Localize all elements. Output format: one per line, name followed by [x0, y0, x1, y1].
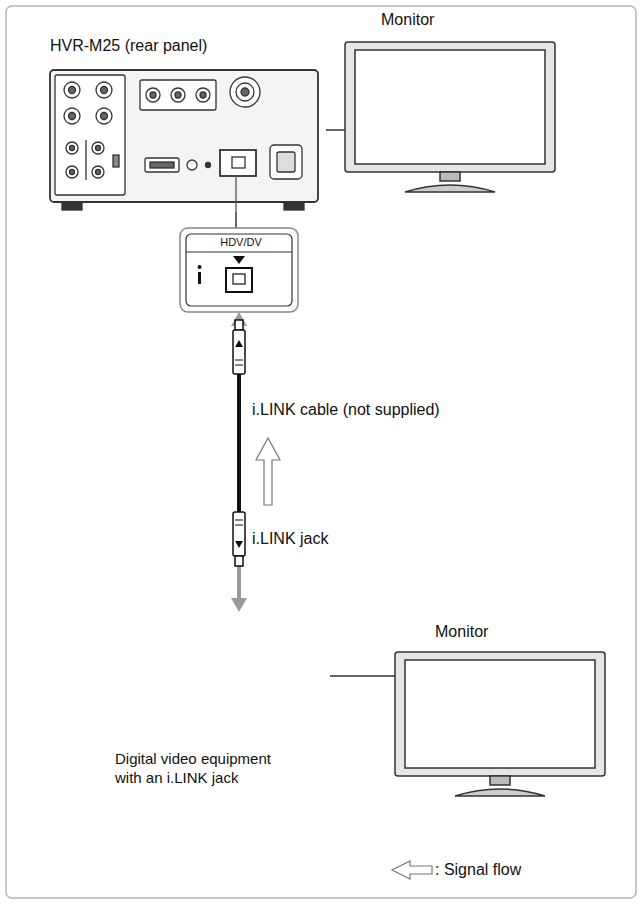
connector-line: [326, 129, 345, 131]
equipment-box: Digital video equipment with an i.LINK j…: [115, 612, 330, 740]
equipment-caption: Digital video equipment with an i.LINK j…: [115, 750, 295, 788]
device-box: HVR-M25 (rear panel): [50, 36, 326, 212]
frame: [6, 6, 636, 898]
signal-arrow: [231, 312, 247, 612]
monitor-illustration: [345, 42, 555, 192]
jack-name: HDV/DV: [180, 236, 302, 249]
monitor-box: Monitor: [395, 622, 611, 800]
monitor-heading: Monitor: [435, 622, 611, 641]
monitor-box: Monitor: [345, 10, 561, 196]
device-heading: HVR-M25 (rear panel): [50, 36, 326, 55]
cable-line: [330, 676, 395, 677]
ilink-cable: [233, 320, 245, 566]
connector-line: [330, 675, 395, 677]
arrow-head: [231, 598, 247, 612]
connector-line: [235, 212, 237, 228]
cable-line: [236, 212, 237, 228]
signal-flow-arrow: [256, 438, 280, 505]
monitor-heading: Monitor: [381, 10, 561, 29]
part-label: i.LINK jack: [252, 529, 328, 548]
jack-callout-box: HDV/DV: [180, 228, 302, 312]
legend-sample: [392, 861, 432, 879]
monitor-illustration: [395, 652, 605, 796]
legend-text: : Signal flow: [435, 860, 521, 879]
cable-line: [326, 130, 345, 131]
deck-illustration: [50, 70, 318, 212]
cable-label: i.LINK cable (not supplied): [252, 400, 440, 419]
